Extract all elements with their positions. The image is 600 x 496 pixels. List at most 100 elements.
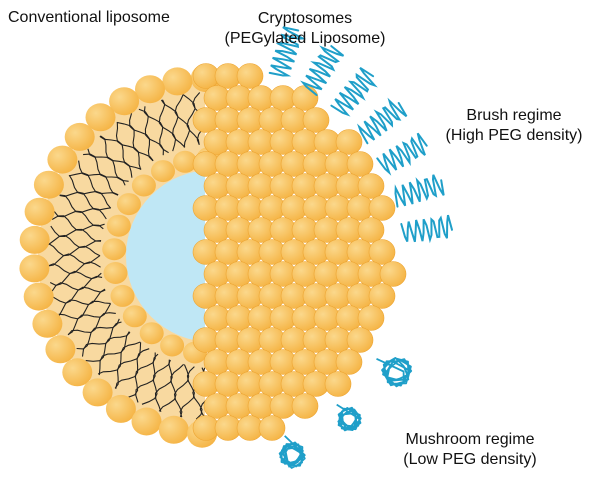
conventional-liposome-label: Conventional liposome: [8, 8, 170, 28]
lipid-tail: [87, 148, 129, 182]
brush-regime-label: Brush regime (High PEG density): [430, 106, 598, 146]
brush-regime-subtitle: (High PEG density): [445, 127, 583, 144]
inner-lipid-head: [102, 238, 127, 261]
mushroom-peg-coil: [278, 435, 306, 469]
brush-peg-chain: [330, 66, 378, 117]
outer-lipid-head: [23, 282, 54, 311]
outer-lipid-head: [64, 122, 95, 151]
lipid-tail: [115, 122, 142, 170]
lipid-tail: [174, 94, 191, 148]
lipid-tail: [68, 172, 119, 196]
lipid-tail: [160, 99, 186, 148]
outer-lipid-head: [105, 394, 136, 423]
lipid-tail: [48, 234, 102, 248]
lipid-tails: [48, 92, 213, 421]
lipid-tail: [98, 331, 130, 376]
lipid-tail: [85, 331, 131, 362]
lipid-tail: [154, 359, 173, 412]
outer-lipid-head: [33, 170, 64, 199]
brush-peg-chains: [268, 26, 453, 244]
lipid-tail: [135, 353, 159, 403]
cryptosomes-subtitle: (PEGylated Liposome): [224, 30, 386, 47]
brush-peg-chain: [376, 132, 428, 176]
surface-lipid-head: [357, 305, 385, 331]
lipid-tail: [48, 261, 101, 275]
outer-lipid-head: [158, 415, 189, 444]
lipid-tail: [129, 112, 154, 162]
mushroom-regime-label: Mushroom regime (Low PEG density): [390, 430, 550, 470]
lipid-tail: [78, 160, 119, 196]
surface-lipid-head: [291, 85, 319, 111]
lipid-tail: [68, 174, 112, 209]
outer-lipid-head: [45, 335, 76, 364]
lipid-tail: [143, 106, 169, 154]
lipid-tail: [48, 253, 101, 267]
cryptosomes-label: Cryptosomes (PEGylated Liposome): [205, 9, 405, 49]
lipid-tail: [99, 135, 142, 170]
lipid-tail: [58, 288, 106, 316]
lipid-tail: [58, 300, 111, 320]
mushroom-regime-subtitle: (Low PEG density): [403, 451, 537, 468]
outer-lipid-head: [162, 67, 193, 96]
brush-peg-chain: [400, 214, 453, 244]
mushroom-peg-coil: [336, 403, 362, 432]
lipid-tail: [115, 348, 150, 389]
lipid-tail: [158, 363, 184, 412]
inner-lipid-head: [122, 305, 147, 328]
mushroom-regime-title: Mushroom regime: [405, 431, 535, 448]
outer-lipid-head: [32, 309, 63, 338]
lipid-tail: [97, 341, 141, 375]
surface-lipid-head: [324, 371, 352, 397]
aqueous-core-fill: [126, 170, 205, 342]
inner-lipid-head: [103, 262, 128, 284]
outer-lipid-head: [19, 254, 50, 283]
lipid-tail: [59, 191, 111, 211]
mushroom-peg-coil: [376, 357, 413, 388]
outer-lipid-head: [131, 407, 162, 436]
surface-lipid-head: [335, 129, 363, 155]
surface-lipid-head: [379, 261, 407, 287]
inner-lipid-head: [116, 193, 141, 216]
lipid-tail: [182, 94, 200, 145]
inner-lipid-head: [106, 214, 131, 237]
outer-lipid-head: [109, 87, 140, 116]
lipid-tail: [53, 286, 106, 304]
mushroom-peg-coils: [278, 357, 413, 469]
surface-lipid-head: [335, 349, 363, 375]
brush-peg-chain: [394, 174, 445, 208]
lipid-tail: [67, 312, 116, 336]
brush-regime-title: Brush regime: [466, 107, 562, 124]
inner-lipid-head: [131, 174, 156, 197]
lipid-tail: [138, 108, 164, 156]
surface-lipid-head: [357, 217, 385, 243]
lipid-tail: [141, 359, 171, 405]
brush-peg-chain: [300, 45, 345, 96]
surface-lipid-head: [346, 327, 374, 353]
inner-lipid-heads: [102, 147, 221, 364]
inner-lipid-head: [110, 284, 135, 307]
lipid-tail: [48, 243, 101, 257]
pegylated-surface-heads: [192, 63, 407, 441]
lipid-tail: [179, 366, 195, 418]
surface-lipid-head: [291, 393, 319, 419]
lipid-tail: [59, 194, 107, 220]
inner-lipid-head: [160, 334, 185, 357]
aqueous-core: [126, 170, 205, 342]
surface-lipid-head: [302, 107, 330, 133]
outer-lipid-head: [135, 75, 165, 104]
inner-lipid-head: [151, 160, 175, 183]
inner-lipid-head: [139, 322, 164, 345]
surface-lipid-head: [346, 151, 374, 177]
conventional-liposome-text: Conventional liposome: [8, 9, 170, 26]
outer-lipid-head: [82, 378, 113, 407]
brush-peg-chain: [268, 26, 307, 77]
surface-lipid-head: [368, 283, 396, 309]
cryptosomes-title: Cryptosomes: [257, 10, 353, 27]
outer-lipid-head: [85, 103, 116, 132]
lipid-tail: [116, 121, 154, 162]
lipid-tail: [67, 303, 112, 336]
surface-lipid-head: [357, 173, 385, 199]
surface-lipid-head: [368, 195, 396, 221]
